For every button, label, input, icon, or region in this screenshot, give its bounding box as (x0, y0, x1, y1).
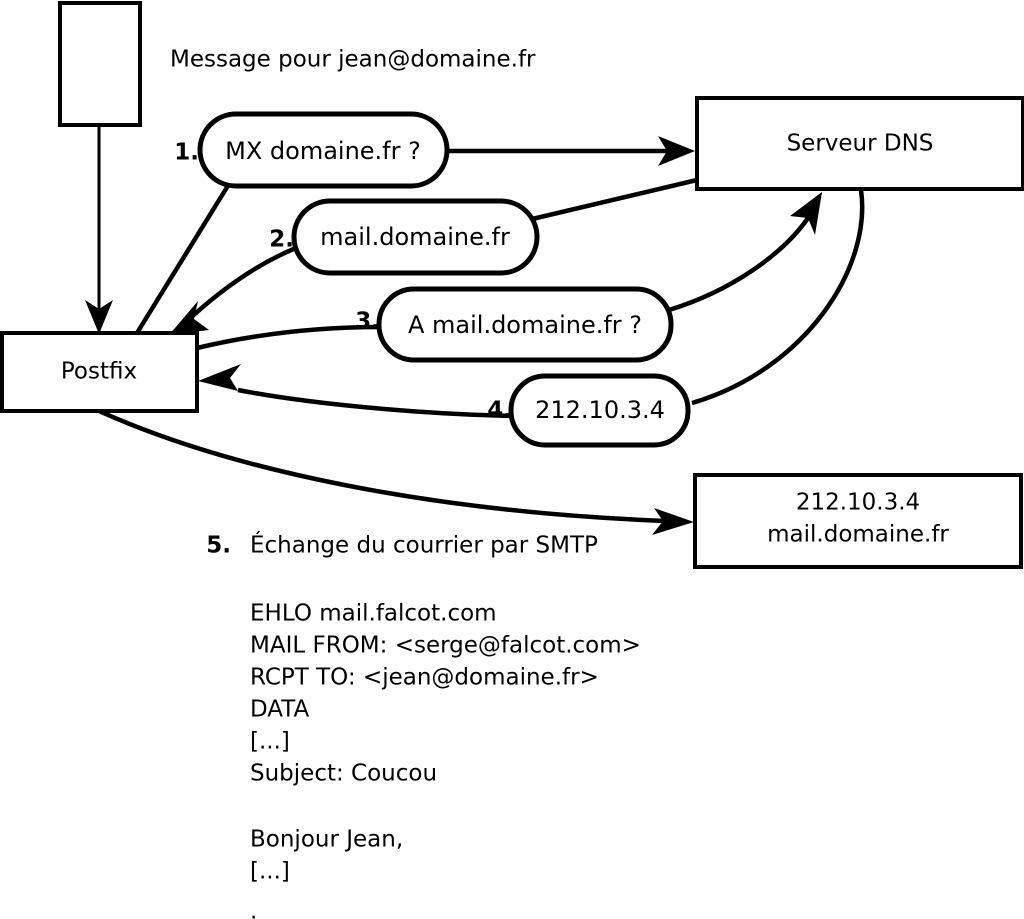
connector-step1-postfix-to-bubble (135, 182, 231, 335)
step-number-3: 3. (355, 309, 380, 335)
smtp-line-10: . (250, 899, 257, 919)
bubble-step-3-label: A mail.domaine.fr ? (408, 311, 642, 339)
node-postfix-label: Postfix (61, 359, 137, 385)
header-message-label: Message pour jean@domaine.fr (170, 47, 536, 73)
connector-step1-bubble-to-dns (447, 136, 695, 166)
connector-client-to-postfix (85, 125, 113, 334)
smtp-line-5: Subject: Coucou (250, 761, 437, 787)
bubble-step-1[interactable] (197, 111, 450, 189)
bubble-step-2-label: mail.domaine.fr (320, 223, 510, 251)
smtp-line-0: EHLO mail.falcot.com (250, 601, 497, 627)
connector-step5-postfix-to-mailserver (98, 408, 694, 535)
step-number-1: 1. (174, 140, 199, 166)
connector-step3-bubble-to-dns (668, 192, 822, 313)
connector-step2-dns-to-bubble (527, 177, 698, 223)
connector-step3-postfix-to-bubble (196, 324, 381, 351)
node-dns-server-label: Serveur DNS (787, 131, 934, 157)
bubble-step-2[interactable] (291, 198, 540, 276)
smtp-line-2: RCPT TO: <jean@domaine.fr> (250, 665, 599, 691)
node-mail-server[interactable] (693, 473, 1023, 569)
node-mail-server-hostname: mail.domaine.fr (767, 522, 949, 548)
smtp-line-8: [...] (250, 859, 290, 885)
step-5-label: Échange du courrier par SMTP (250, 531, 598, 559)
bubble-step-4[interactable] (508, 373, 691, 448)
node-dns-server[interactable] (695, 96, 1024, 191)
node-mail-client[interactable] (58, 1, 142, 127)
smtp-line-4: [...] (250, 729, 290, 755)
connector-step4-bubble-to-postfix (198, 364, 514, 419)
bubble-step-1-label: MX domaine.fr ? (225, 137, 421, 165)
smtp-line-7: Bonjour Jean, (250, 827, 403, 853)
step-number-2: 2. (269, 227, 294, 253)
bubble-step-3[interactable] (376, 286, 674, 363)
bubble-step-4-label: 212.10.3.4 (535, 396, 665, 424)
node-mail-server-ip: 212.10.3.4 (796, 490, 920, 516)
step-number-5: 5. (206, 533, 231, 559)
smtp-line-1: MAIL FROM: <serge@falcot.com> (250, 633, 641, 659)
step-number-4: 4. (487, 398, 512, 424)
connector-step4-dns-to-bubble (691, 189, 865, 406)
smtp-line-3: DATA (250, 697, 310, 723)
connector-step2-bubble-to-postfix (169, 245, 297, 335)
node-postfix[interactable] (0, 331, 199, 413)
